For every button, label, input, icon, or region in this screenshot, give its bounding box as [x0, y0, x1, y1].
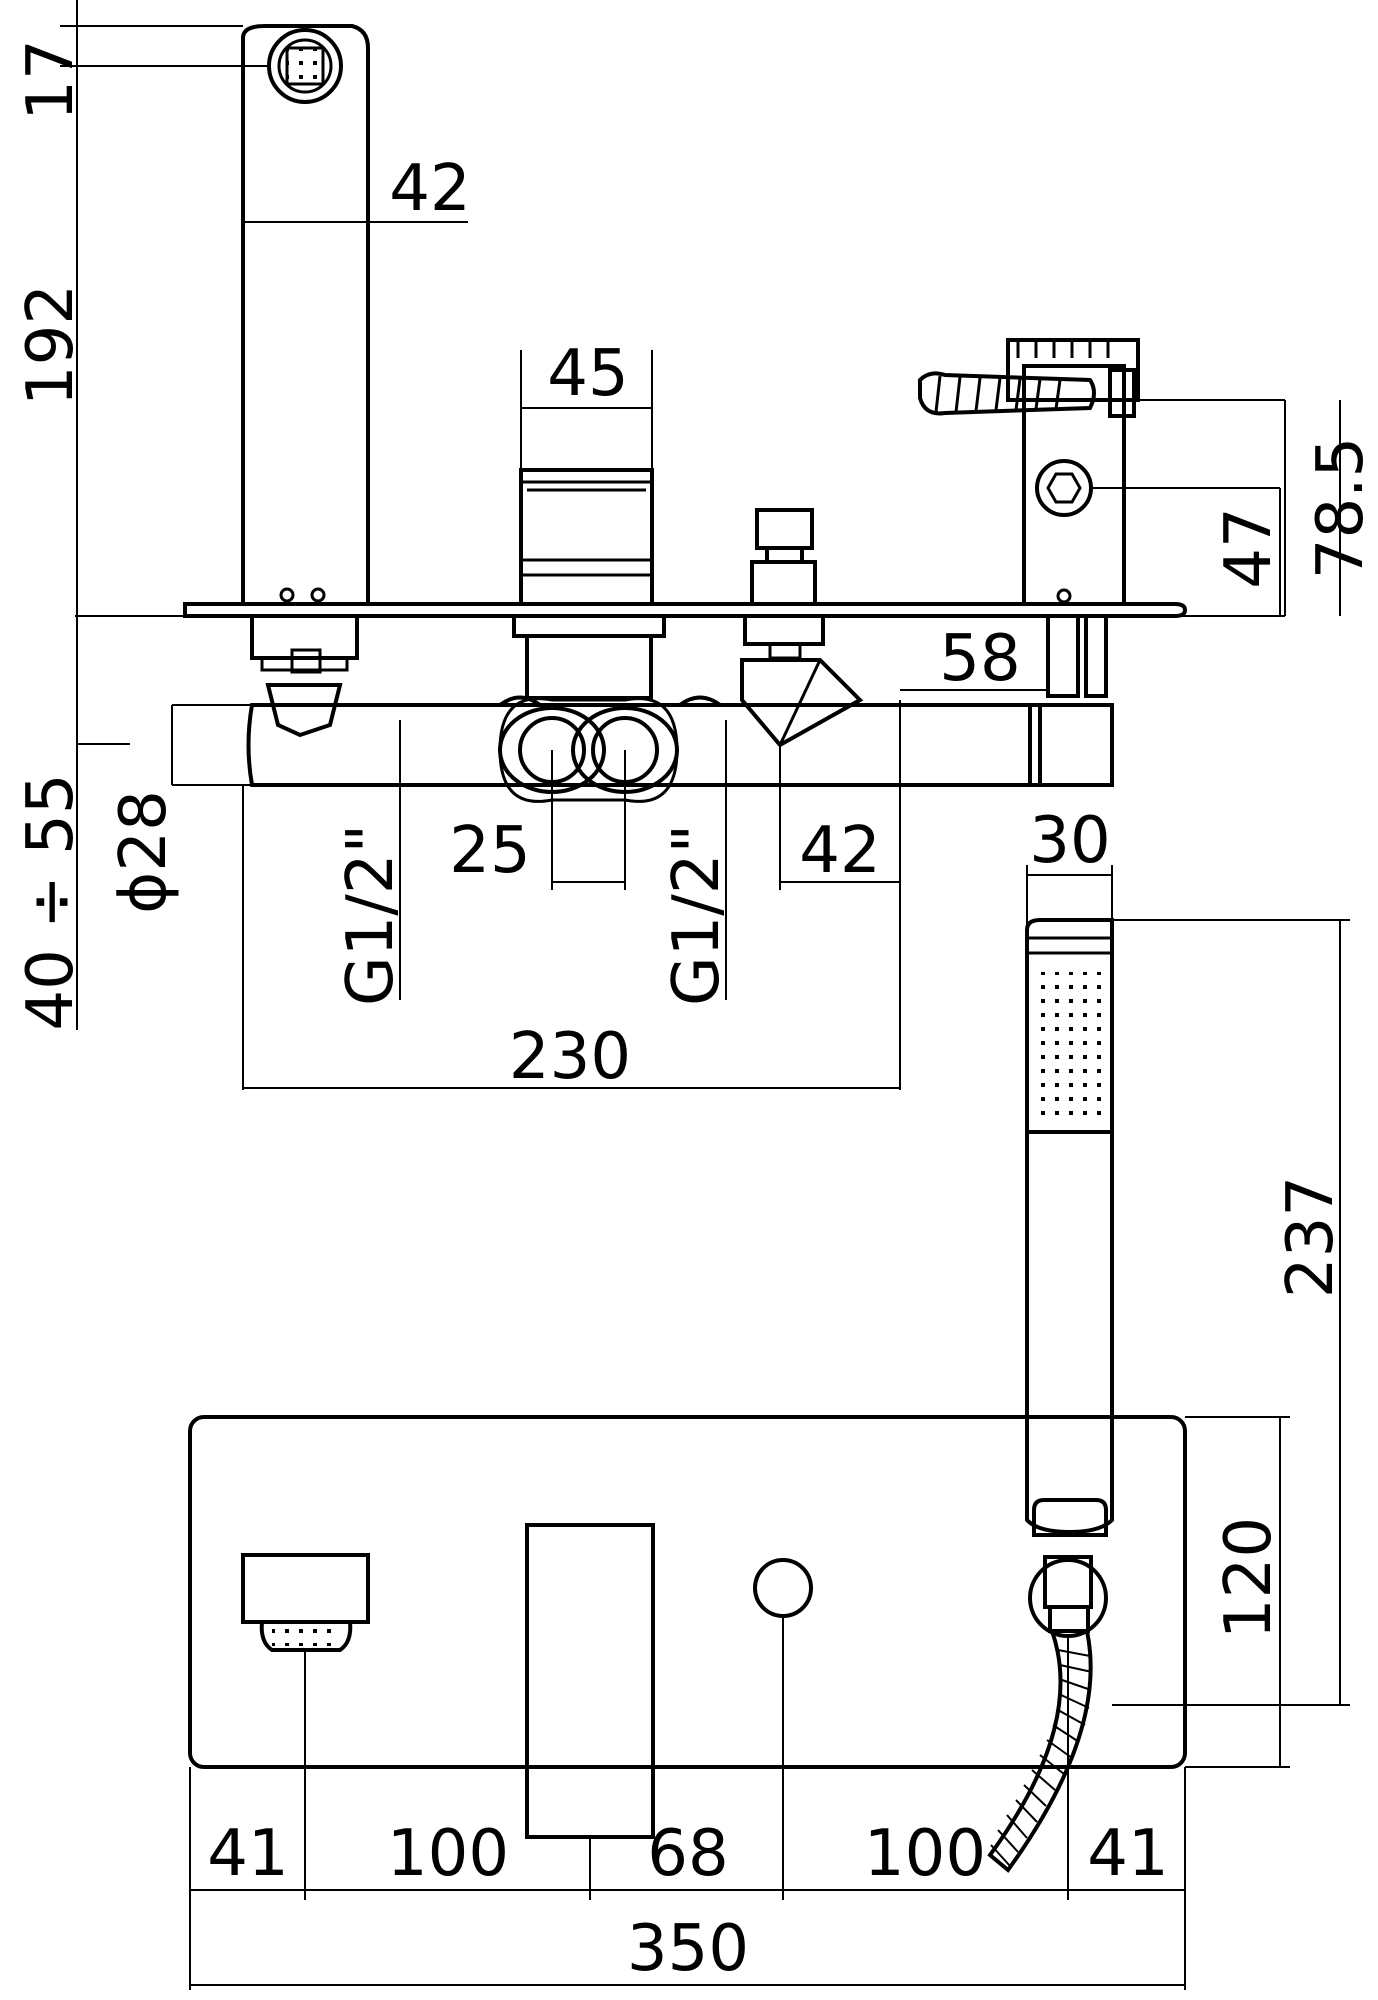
dim-front-spacing-2: 68 [647, 1817, 728, 1891]
side-view [75, 24, 1285, 803]
front-holder-hose [987, 1555, 1108, 1873]
dim-inlet-spacing: 25 [449, 814, 530, 888]
dim-holder-offset: 58 [939, 622, 1020, 696]
hand-shower [1025, 918, 1114, 1537]
dim-handshower-diameter: 30 [1029, 804, 1110, 878]
dim-pipe-diameter: ϕ28 [107, 790, 181, 914]
diverter-knob [740, 508, 864, 748]
dim-wall-depth: 40 ÷ 55 [14, 773, 88, 1030]
dim-mixer-width: 45 [547, 337, 628, 411]
bath-spout [241, 24, 370, 604]
dim-inlet-left: G1/2" [334, 824, 408, 1006]
dim-front-spacing-3: 100 [864, 1817, 986, 1891]
dim-front-holder-pos: 41 [1087, 1817, 1168, 1891]
dim-front-spout-pos: 41 [207, 1817, 288, 1891]
dim-inlet-right: G1/2" [660, 824, 734, 1006]
front-spout [241, 1553, 370, 1652]
dimension-lines [60, 0, 1350, 1990]
mixer-cartridge [512, 468, 666, 700]
dimension-labels: 17 42 192 45 78.5 47 58 40 ÷ 55 ϕ28 G1/2… [14, 39, 1378, 1986]
dim-diverter-offset: 42 [799, 814, 880, 888]
front-view [188, 1415, 1187, 1873]
dim-spout-outlet: 17 [14, 39, 88, 120]
front-mixer-lever [525, 1523, 655, 1839]
handshower-holder [918, 338, 1140, 698]
dim-holder-height: 78.5 [1304, 437, 1378, 580]
dim-body-length: 230 [509, 1020, 631, 1094]
dim-holder-outlet: 47 [1212, 507, 1286, 588]
dim-spout-width: 42 [389, 152, 470, 226]
front-diverter-knob [753, 1558, 813, 1618]
dim-front-spacing-1: 100 [387, 1817, 509, 1891]
dim-spout-height: 192 [14, 284, 88, 406]
dim-handshower-length: 237 [1274, 1176, 1348, 1298]
dim-plate-width: 350 [627, 1912, 749, 1986]
dim-plate-height: 120 [1212, 1517, 1286, 1639]
